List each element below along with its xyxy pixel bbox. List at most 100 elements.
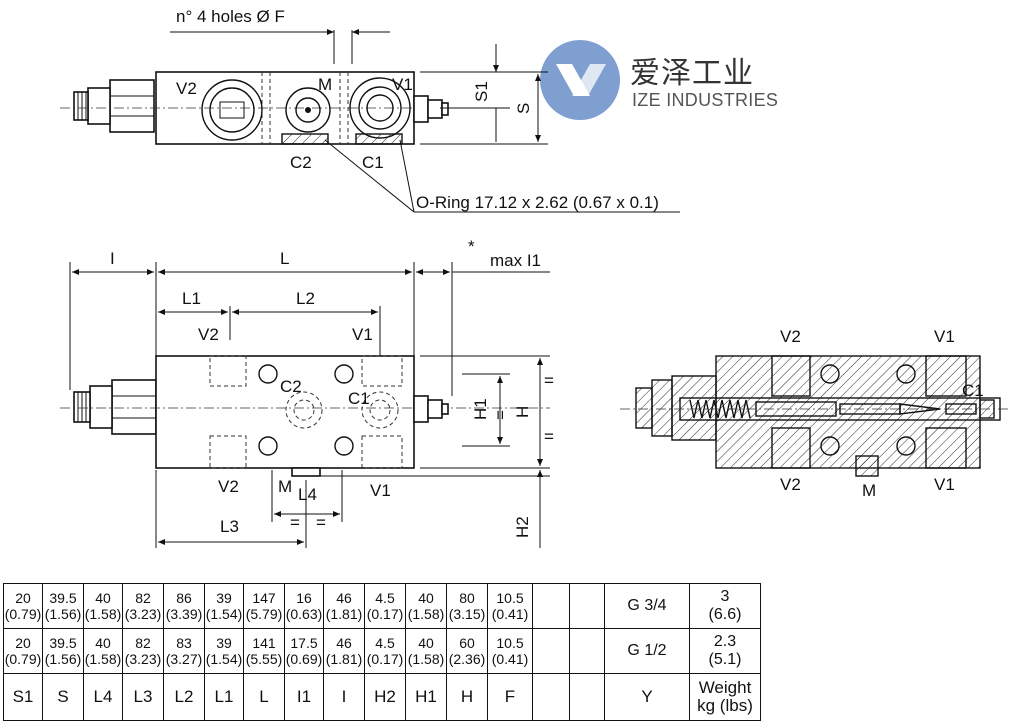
front-view: I L * max I1 L1 L2 V2 V1 C2 C1 V2 M L4 V…: [60, 237, 554, 548]
dim-s1-label: S1: [472, 81, 491, 102]
table-header-cell: S: [42, 673, 84, 721]
table-cell: 82(3.23): [122, 628, 164, 674]
dim-l-label: L: [280, 249, 289, 268]
dim-h-label: H: [513, 406, 532, 418]
section-v1-bottom-label: V1: [934, 475, 955, 494]
watermark-name-cn: 爱泽工业: [630, 56, 754, 91]
table-cell: 40(1.58): [83, 628, 123, 674]
front-port-c1-label: C1: [348, 389, 370, 408]
table-cell: 39(1.54): [204, 628, 244, 674]
dim-l1-label: L1: [182, 289, 201, 308]
front-port-v1-bottom-label: V1: [370, 481, 391, 500]
table-header-cell: H1: [405, 673, 447, 721]
table-header-cell: L2: [163, 673, 205, 721]
table-cell: 39(1.54): [204, 583, 244, 629]
top-view: n° 4 holes Ø F V2 M V1 C2 C1 S1 S O-Ring…: [60, 7, 680, 213]
table-header-cell: I: [323, 673, 365, 721]
table-cell: 40(1.58): [405, 583, 447, 629]
table-header-cell: [569, 673, 605, 721]
table-cell: 16(0.63): [284, 583, 324, 629]
table-header-cell: L4: [83, 673, 123, 721]
table-cell: 39.5(1.56): [42, 628, 84, 674]
dimension-table: 20(0.79)39.5(1.56)40(1.58)82(3.23)86(3.3…: [3, 583, 761, 721]
dim-l4-label: L4: [298, 485, 317, 504]
front-port-v1-top-label: V1: [352, 325, 373, 344]
table-cell: 20(0.79): [3, 583, 43, 629]
table-header-cell: [532, 673, 570, 721]
section-c1-label: C1: [962, 381, 984, 400]
table-header-cell: H: [446, 673, 488, 721]
watermark-name-en: IZE INDUSTRIES: [632, 90, 779, 110]
section-view: V2 V1 C1 V2 M V1: [620, 327, 1010, 500]
table-cell: 40(1.58): [405, 628, 447, 674]
technical-drawing: n° 4 holes Ø F V2 M V1 C2 C1 S1 S O-Ring…: [60, 7, 1010, 548]
table-cell-weight: 2.3(5.1): [689, 628, 761, 674]
table-cell: 17.5(0.69): [284, 628, 324, 674]
section-v1-top-label: V1: [934, 327, 955, 346]
table-cell: 83(3.27): [163, 628, 205, 674]
table-cell: 20(0.79): [3, 628, 43, 674]
max-i1-label: max I1: [490, 251, 541, 270]
dim-l3-label: L3: [220, 517, 239, 536]
dim-h-eq-bottom: =: [544, 427, 554, 446]
table-cell: 46(1.81): [323, 628, 365, 674]
top-port-v1-label: V1: [392, 75, 413, 94]
dim-s-label: S: [514, 103, 533, 114]
dim-h2-label: H2: [513, 516, 532, 538]
top-port-c1-label: C1: [362, 153, 384, 172]
asterisk-label: *: [468, 237, 475, 256]
front-port-v2-top-label: V2: [198, 325, 219, 344]
dim-h1-label: H1: [471, 398, 490, 420]
front-port-m-label: M: [278, 477, 292, 496]
top-port-v2-label: V2: [176, 79, 197, 98]
section-v2-top-label: V2: [780, 327, 801, 346]
table-cell: 46(1.81): [323, 583, 365, 629]
table-row: 20(0.79)39.5(1.56)40(1.58)82(3.23)86(3.3…: [3, 583, 761, 629]
table-cell: 82(3.23): [122, 583, 164, 629]
top-port-c2-label: C2: [290, 153, 312, 172]
table-row: 20(0.79)39.5(1.56)40(1.58)82(3.23)83(3.2…: [3, 628, 761, 674]
table-cell: [569, 628, 605, 674]
table-cell-weight: 3(6.6): [689, 583, 761, 629]
front-port-c2-label: C2: [280, 377, 302, 396]
table-cell: 10.5(0.41): [487, 628, 533, 674]
section-v2-bottom-label: V2: [780, 475, 801, 494]
table-header-cell: H2: [364, 673, 406, 721]
table-cell: 4.5(0.17): [364, 628, 406, 674]
table-header-cell: F: [487, 673, 533, 721]
oring-note: O-Ring 17.12 x 2.62 (0.67 x 0.1): [416, 193, 659, 212]
table-header-cell: L: [243, 673, 285, 721]
table-cell: 39.5(1.56): [42, 583, 84, 629]
dim-l2-label: L2: [296, 289, 315, 308]
table-header-cell: L3: [122, 673, 164, 721]
table-cell: 141(5.55): [243, 628, 285, 674]
holes-note: n° 4 holes Ø F: [176, 7, 285, 26]
table-cell-y: G 1/2: [604, 628, 690, 674]
table-cell: 10.5(0.41): [487, 583, 533, 629]
table-cell: 4.5(0.17): [364, 583, 406, 629]
dim-i-label: I: [110, 249, 115, 268]
table-header-cell: S1: [3, 673, 43, 721]
table-cell: 147(5.79): [243, 583, 285, 629]
dim-l4-eq-right: =: [316, 513, 326, 532]
table-cell: [532, 583, 570, 629]
section-m-label: M: [862, 481, 876, 500]
table-cell: [532, 628, 570, 674]
table-header-y: Y: [604, 673, 690, 721]
dim-l4-eq-left: =: [290, 513, 300, 532]
dim-h-eq-top: =: [544, 371, 554, 390]
table-cell: 80(3.15): [446, 583, 488, 629]
front-port-v2-bottom-label: V2: [218, 477, 239, 496]
watermark-logo-icon: [540, 40, 620, 120]
table-cell: 40(1.58): [83, 583, 123, 629]
table-header-cell: I1: [284, 673, 324, 721]
table-cell: 60(2.36): [446, 628, 488, 674]
table-cell-y: G 3/4: [604, 583, 690, 629]
table-cell: [569, 583, 605, 629]
top-port-m-label: M: [318, 75, 332, 94]
table-cell: 86(3.39): [163, 583, 205, 629]
table-header-cell: L1: [204, 673, 244, 721]
dim-h1-eq: =: [491, 410, 510, 420]
